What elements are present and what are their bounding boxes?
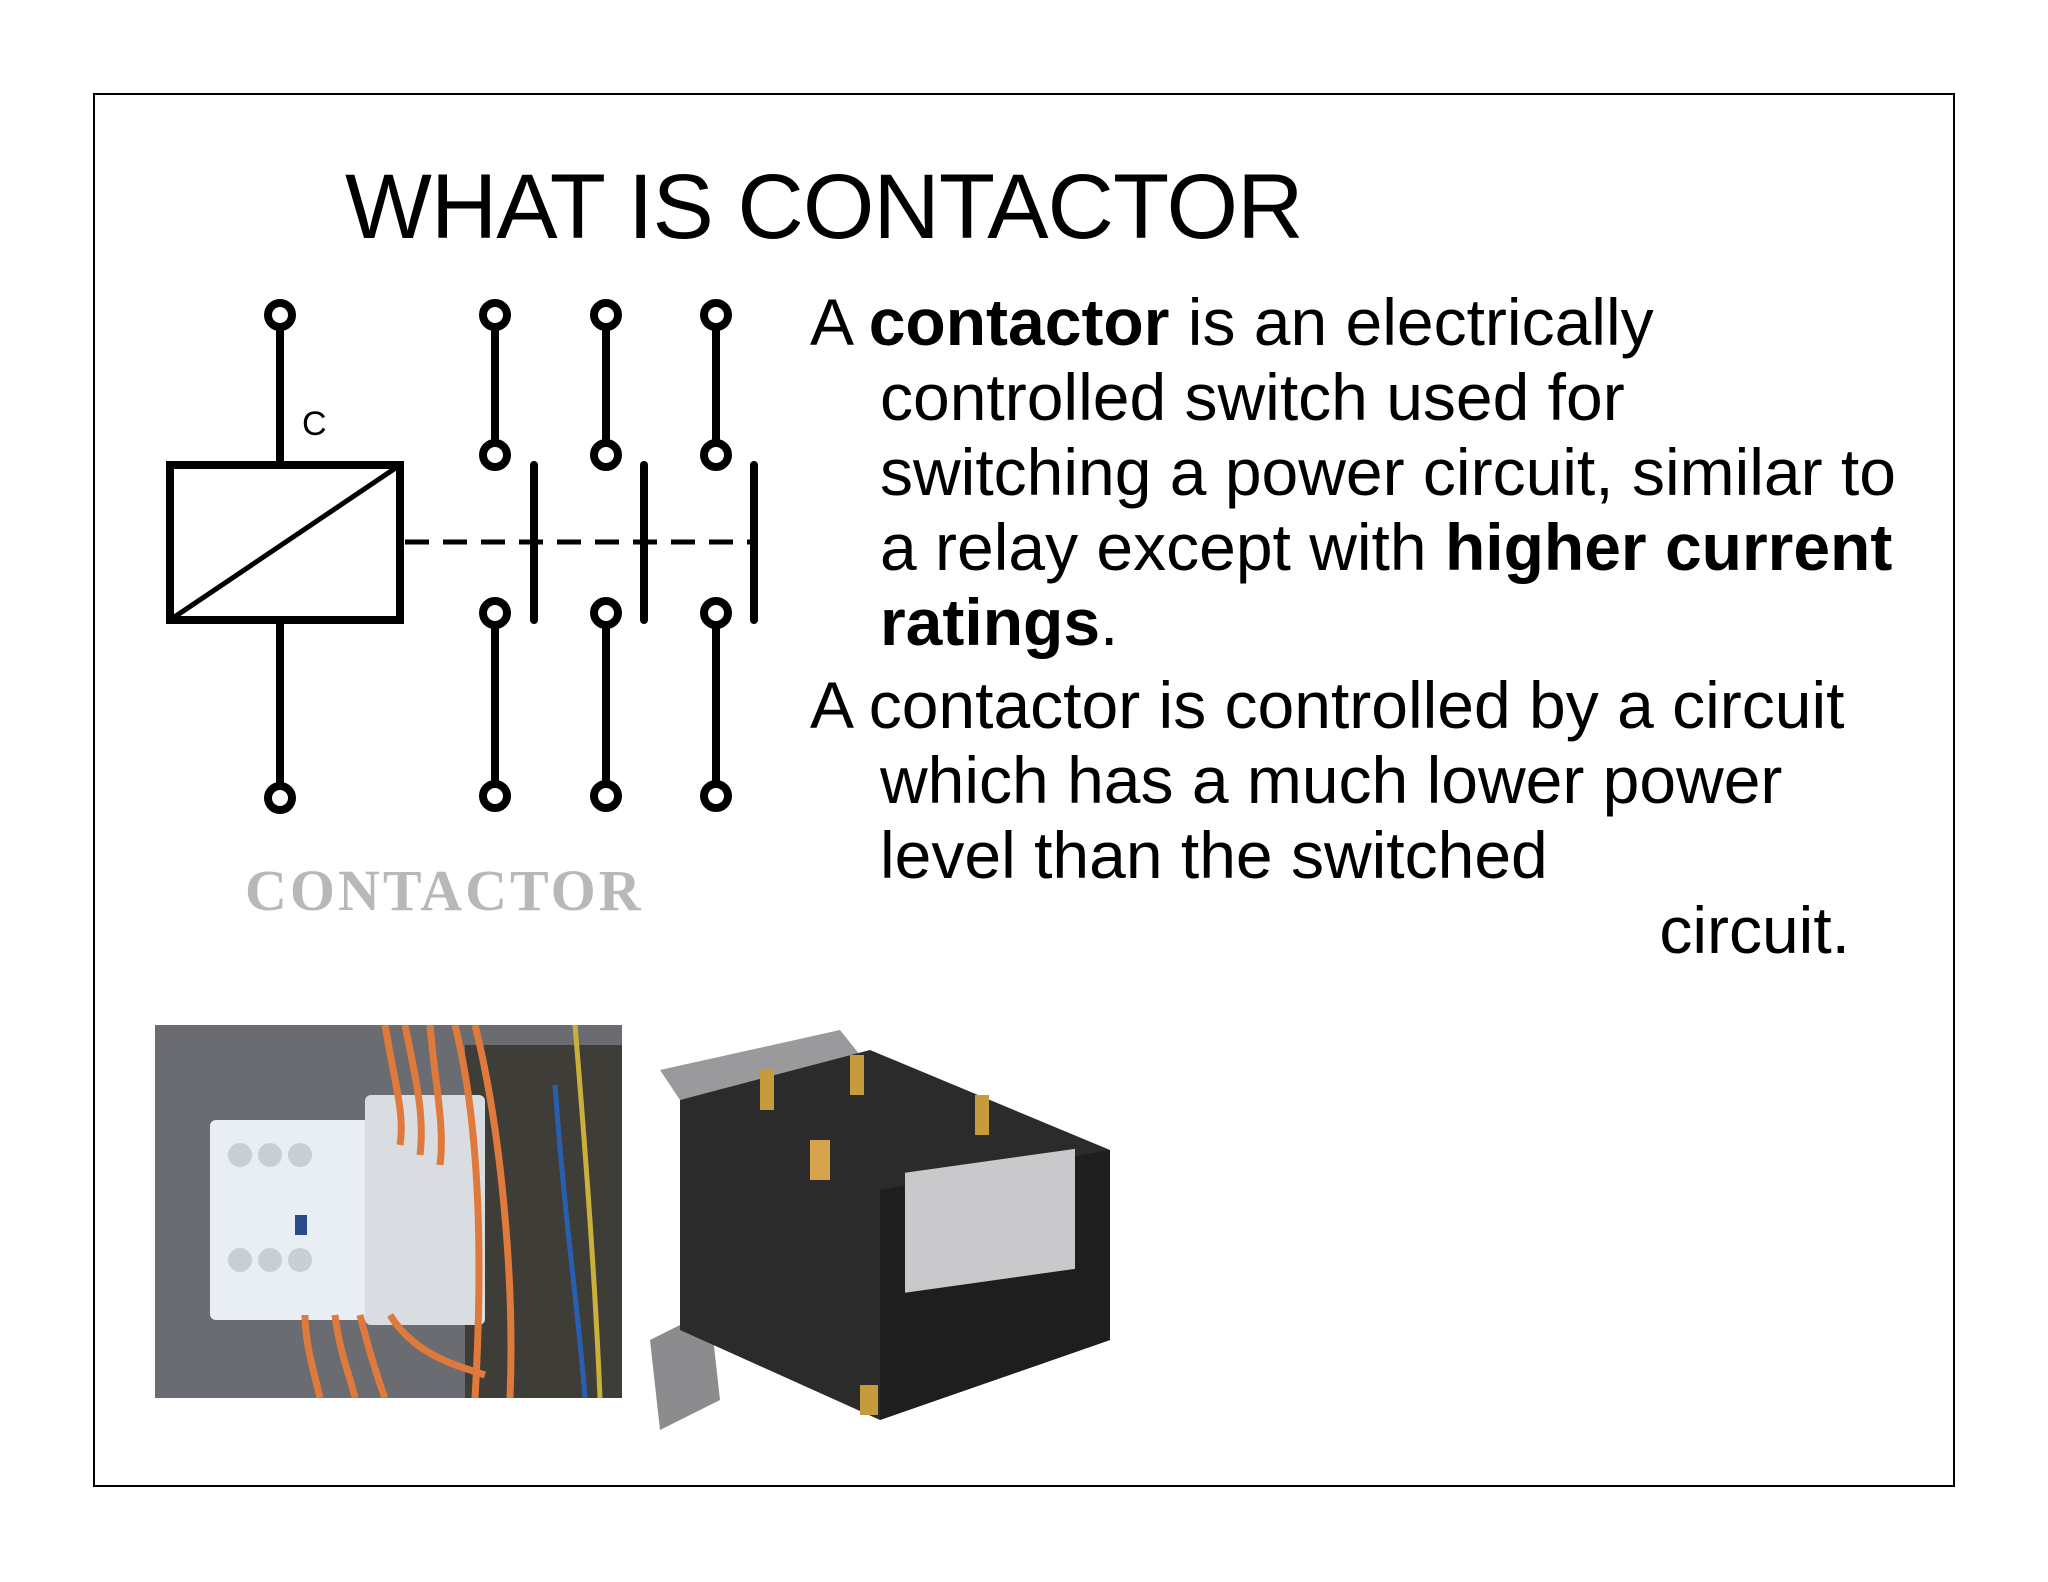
- slide-body: A contactor is an electrically controlle…: [810, 285, 1910, 968]
- paragraph-definition: A contactor is an electrically controlle…: [810, 285, 1910, 660]
- text-run: A contactor is controlled by a circuit w…: [810, 668, 1845, 892]
- slide-title: WHAT IS CONTACTOR: [345, 156, 1304, 258]
- three-pole-contactor-photo: [640, 1010, 1140, 1430]
- text-run-last-line: circuit.: [1659, 893, 1850, 967]
- contactor-installed-photo: [155, 1025, 622, 1398]
- diagram-caption: CONTACTOR: [245, 858, 644, 923]
- paragraph-control: A contactor is controlled by a circuit w…: [810, 668, 1910, 968]
- coil-label: C: [302, 405, 327, 443]
- text-run: .: [1100, 585, 1119, 659]
- text-run: A: [810, 285, 869, 359]
- contactor-schematic: C CONTACTOR: [166, 299, 758, 923]
- bold-term-contactor: contactor: [868, 285, 1170, 359]
- bold-term-higher-current: higher current ratings: [880, 510, 1893, 659]
- text-run: is an electrically controlled switch use…: [880, 285, 1896, 584]
